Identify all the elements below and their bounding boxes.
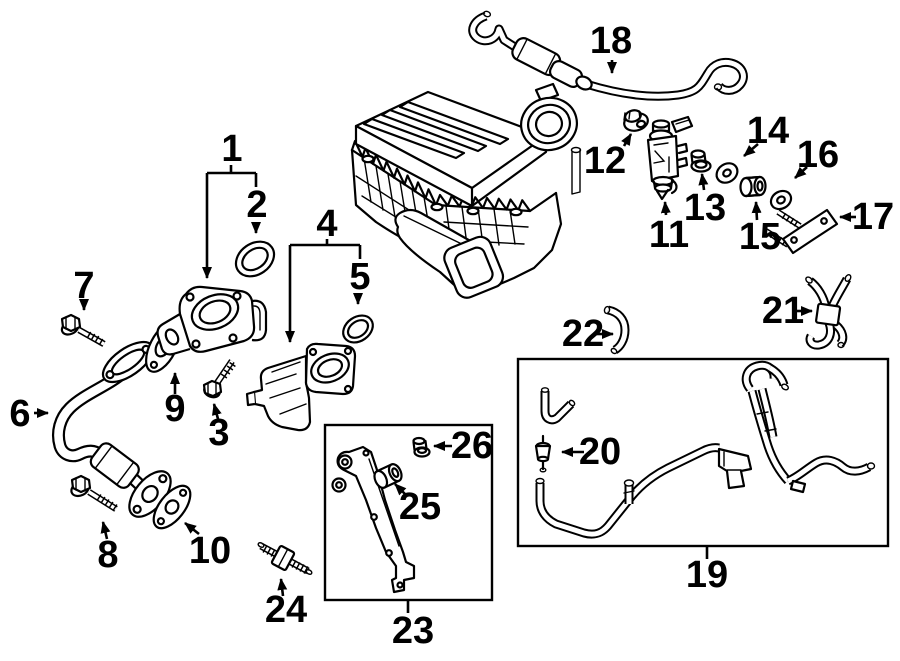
callout-14-label: 14 (747, 110, 789, 152)
callout-16-arrow (794, 166, 808, 179)
part-16-washer-drawing (769, 189, 793, 211)
callout-1-bracket (207, 165, 258, 187)
callout-15-label: 15 (739, 216, 781, 258)
callout-21-label: 21 (762, 290, 804, 332)
callout-17-label: 17 (852, 196, 894, 238)
callout-23-label: 23 (392, 610, 434, 652)
callout-22-label: 22 (562, 313, 604, 355)
part-21-hose-drawing (805, 274, 852, 350)
callout-13-label: 13 (684, 187, 726, 229)
part-2-seal-drawing (234, 240, 276, 278)
callout-2-label: 2 (246, 184, 267, 226)
part-5-seal-drawing (342, 314, 374, 344)
callout-25-arrow (394, 483, 408, 497)
part-12-nut-drawing (623, 109, 649, 132)
part-18-hose-drawing (468, 10, 748, 101)
callout-11-label: 11 (649, 214, 689, 256)
callout-6-label: 6 (9, 393, 30, 435)
callout-15-arrow (751, 201, 762, 221)
callout-8-arrow (100, 521, 111, 540)
callout-3-label: 3 (208, 412, 229, 454)
part-20-check-valve-drawing (534, 434, 552, 473)
callout-4-label: 4 (316, 203, 337, 245)
callout-8-label: 8 (97, 534, 118, 576)
callout-5-label: 5 (349, 256, 370, 298)
callout-18-label: 18 (590, 20, 632, 62)
callout-labels: 1 2 3 4 5 6 7 8 9 10 11 12 13 14 15 16 1… (9, 20, 894, 652)
part-8-bolt-drawing (70, 474, 118, 512)
part-13-grommet-drawing (690, 149, 712, 173)
callout-25-label: 25 (399, 486, 441, 528)
callout-10-label: 10 (189, 530, 231, 572)
callout-24-arrow (277, 578, 288, 597)
callout-4-bracket (290, 239, 362, 259)
part-10-gasket-drawing (152, 484, 192, 530)
callout-14-arrow (743, 143, 759, 157)
part-4-tube-drawing (245, 342, 357, 432)
part-17-bracket-drawing (764, 208, 839, 255)
part-15-bushing-drawing (739, 175, 767, 198)
callout-10-arrow (184, 521, 200, 536)
part-26-plug-drawing (412, 436, 431, 458)
callout-1-label: 1 (221, 128, 242, 170)
part-1-valve-drawing (156, 285, 268, 356)
callout-26-label: 26 (451, 425, 493, 467)
part-24-stud-drawing (257, 542, 313, 575)
part-25-bushing-drawing (373, 463, 403, 489)
callout-11-arrow (660, 201, 671, 216)
part-22-hose-drawing (603, 305, 630, 355)
callout-12-label: 12 (584, 140, 626, 182)
callout-9-label: 9 (164, 388, 185, 430)
callout-leaders (34, 60, 856, 613)
part-11-solenoid-drawing (646, 115, 694, 201)
callout-7-label: 7 (73, 265, 94, 307)
callout-19-label: 19 (686, 554, 728, 596)
part-23-bracket-group-drawing (323, 423, 494, 602)
part-3-bolt-drawing (202, 359, 236, 399)
callout-16-label: 16 (797, 134, 839, 176)
part-7-bolt-drawing (60, 313, 106, 347)
air-cleaner-assembly-drawing (350, 82, 582, 299)
callout-24-label: 24 (265, 589, 307, 631)
part-14-washer-drawing (715, 162, 739, 184)
callout-3-arrow (212, 403, 222, 420)
callout-12-arrow (621, 133, 633, 147)
part-6-pipe-drawing (51, 340, 172, 518)
part-19-hose-group-drawing (516, 357, 890, 548)
callout-20-label: 20 (579, 431, 621, 473)
callout-13-arrow (698, 173, 709, 191)
